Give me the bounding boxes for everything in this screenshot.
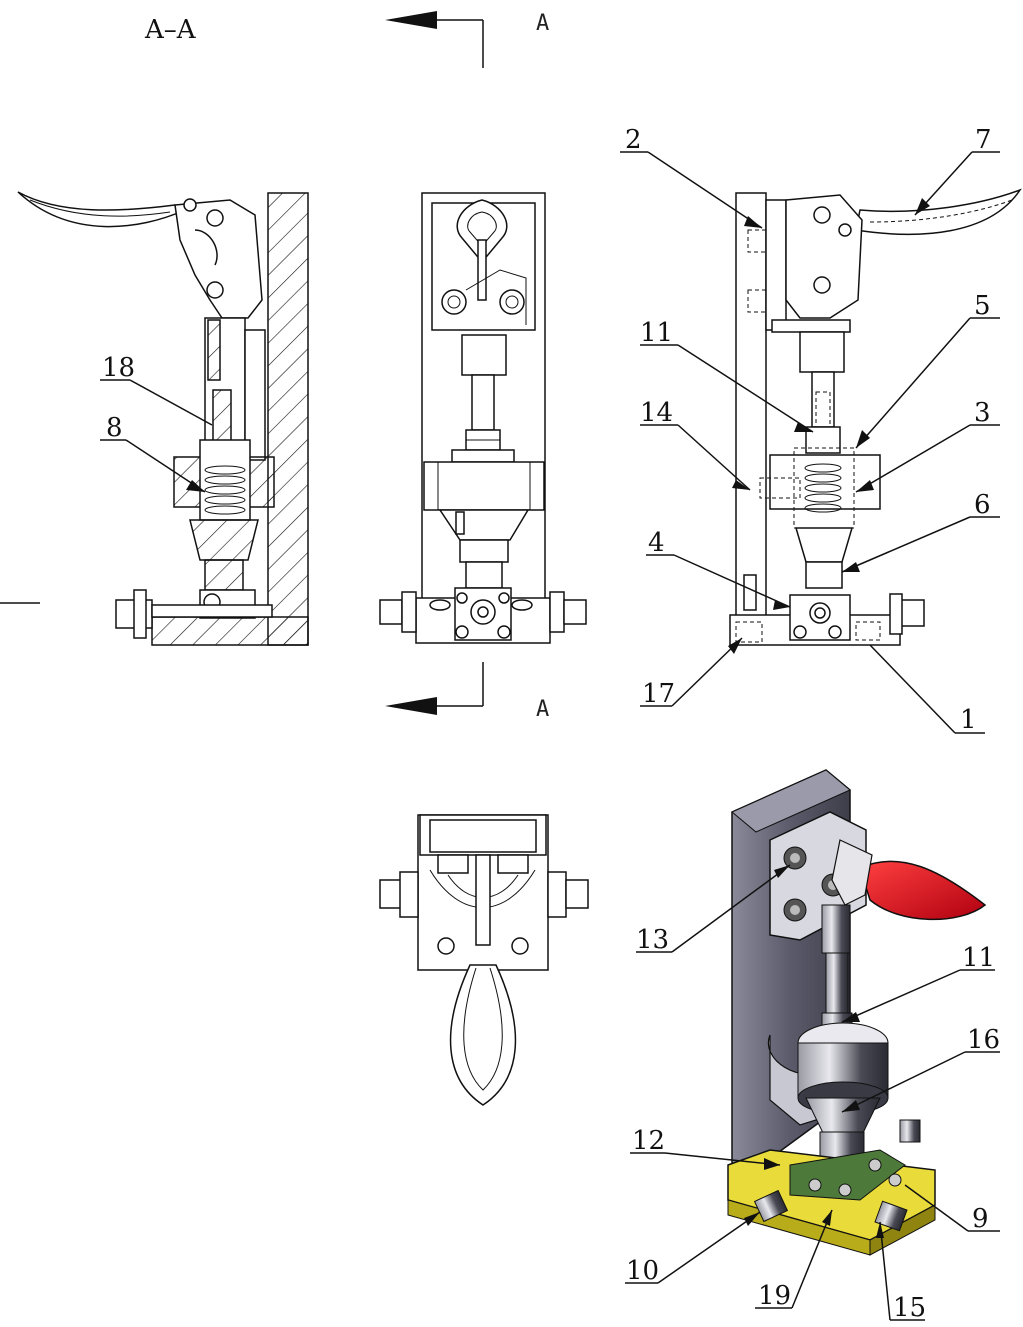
front-view: [379, 192, 587, 644]
callout-3: 3: [974, 398, 991, 428]
top-view: [379, 814, 589, 1106]
callout-9: 9: [972, 1204, 989, 1234]
cutting-plane-bottom: A: [385, 662, 549, 722]
section-title: A–A: [144, 15, 197, 45]
callout-2: 2: [625, 125, 642, 155]
section-view: [17, 191, 309, 646]
callout-19: 19: [758, 1281, 791, 1311]
callout-8: 8: [106, 413, 123, 443]
callout-18: 18: [102, 353, 135, 383]
callout-4: 4: [648, 528, 665, 558]
cutting-plane-top: A: [385, 11, 549, 68]
callout-13: 13: [636, 925, 669, 955]
section-marker-top: A: [536, 11, 549, 36]
callout-14: 14: [640, 398, 673, 428]
callout-15: 15: [893, 1293, 926, 1323]
callout-7: 7: [975, 125, 992, 155]
callout-12: 12: [632, 1126, 665, 1156]
callouts: 18 8 2 7 5 11 3 14 6 4: [100, 125, 1000, 1323]
isometric-view: [727, 769, 987, 1256]
callout-11-side: 11: [640, 318, 673, 348]
section-marker-bottom: A: [536, 697, 549, 722]
callout-16: 16: [967, 1025, 1000, 1055]
callout-17: 17: [642, 679, 675, 709]
callout-6: 6: [974, 490, 991, 520]
callout-11-iso: 11: [962, 943, 995, 973]
callout-1: 1: [960, 705, 977, 735]
section-label: A–A: [144, 15, 197, 45]
callout-10: 10: [626, 1256, 659, 1286]
callout-5: 5: [974, 291, 991, 321]
